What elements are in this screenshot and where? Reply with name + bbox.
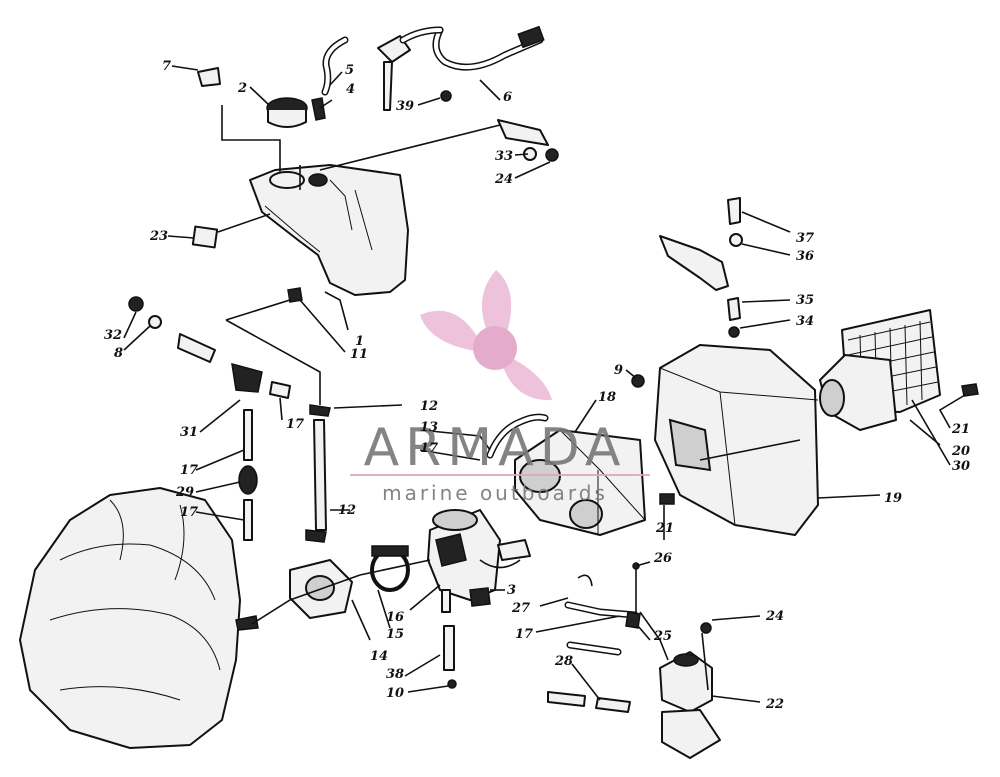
callout-label: 32 — [104, 328, 122, 343]
primer-hose-6 — [432, 25, 545, 71]
tank-decal — [191, 225, 219, 249]
carburetor-16 — [427, 509, 531, 601]
callout-label: 17 — [286, 417, 304, 432]
primer-bulb — [377, 26, 444, 111]
fuel-hose-17-pump — [564, 562, 641, 629]
callout-label: 27 — [511, 601, 530, 616]
callout-label: 14 — [370, 649, 388, 664]
fuel-tank — [249, 164, 409, 296]
callout-label: 9 — [614, 363, 623, 378]
callout-label: 6 — [503, 90, 512, 105]
fuel-pump-22 — [659, 622, 721, 759]
callout-label: 22 — [765, 697, 784, 712]
propeller-logo-icon — [420, 270, 552, 401]
callout-label: 39 — [396, 99, 414, 114]
callout-label: 28 — [554, 654, 573, 669]
callout-label: 30 — [952, 459, 970, 474]
callout-label: 29 — [175, 485, 194, 500]
callout-label: 21 — [655, 521, 674, 536]
tank-clip-7 — [197, 67, 221, 87]
callout-label: 1 — [355, 334, 364, 349]
callout-label: 38 — [386, 667, 404, 682]
callout-label: 5 — [345, 63, 354, 78]
callout-label: 2 — [237, 81, 247, 96]
callout-label: 15 — [386, 627, 404, 642]
fuel-cap — [266, 97, 308, 128]
callout-label: 34 — [796, 314, 814, 329]
callout-label: 7 — [162, 59, 171, 74]
callout-label: 17 — [515, 627, 533, 642]
drain-hose-38 — [441, 589, 457, 689]
engine-block — [19, 487, 259, 749]
watermark-divider — [350, 474, 650, 476]
callout-label: 20 — [951, 444, 970, 459]
callout-label: 31 — [180, 425, 198, 440]
callout-label: 8 — [114, 346, 123, 361]
callout-labels: 1 2 3 4 5 6 7 8 9 10 11 12 12 13 14 15 1… — [104, 59, 970, 712]
callout-label: 17 — [180, 505, 198, 520]
silencer-mount-hardware — [659, 197, 979, 505]
armada-watermark: ARMADA marine outboards — [350, 270, 650, 505]
callout-label: 37 — [796, 231, 814, 246]
callout-label: 3 — [507, 583, 516, 598]
watermark-brand: ARMADA — [364, 418, 627, 478]
air-silencer-19 — [631, 344, 819, 536]
tank-bracket — [440, 90, 559, 162]
callout-label: 4 — [346, 82, 355, 97]
callout-label: 25 — [653, 629, 672, 644]
watermark-tagline: marine outboards — [382, 481, 608, 505]
callout-label: 11 — [350, 347, 368, 362]
callout-label: 10 — [386, 686, 404, 701]
leader-lines — [123, 65, 966, 703]
callout-label: 26 — [653, 551, 672, 566]
callout-label: 33 — [495, 149, 513, 164]
callout-label: 24 — [494, 172, 513, 187]
callout-label: 36 — [796, 249, 814, 264]
fuel-shutoff-valve — [128, 296, 291, 399]
callout-label: 24 — [765, 609, 784, 624]
vent-hose-13 — [486, 413, 549, 459]
drain-fitting-11 — [287, 287, 303, 303]
callout-label: 17 — [420, 441, 438, 456]
callout-label: 16 — [386, 610, 404, 625]
fuel-filter-29 — [238, 409, 258, 541]
callout-label: 35 — [796, 293, 814, 308]
tank-fitting-4 — [311, 97, 326, 121]
fuel-hose-5 — [321, 36, 349, 96]
intake-tube-30 — [819, 354, 897, 431]
callout-label: 19 — [884, 491, 902, 506]
fuel-line-17 — [305, 404, 331, 543]
callout-label: 12 — [338, 503, 356, 518]
callout-label: 17 — [180, 463, 198, 478]
clamp-15 — [370, 545, 410, 592]
pulse-hose-28 — [547, 641, 631, 713]
silencer-adapter-18 — [514, 429, 646, 536]
callout-label: 13 — [420, 420, 438, 435]
callout-label: 21 — [951, 422, 970, 437]
fitting-3 — [469, 587, 491, 607]
callout-label: 12 — [420, 399, 438, 414]
callout-label: 23 — [149, 229, 168, 244]
callout-label: 18 — [598, 390, 616, 405]
